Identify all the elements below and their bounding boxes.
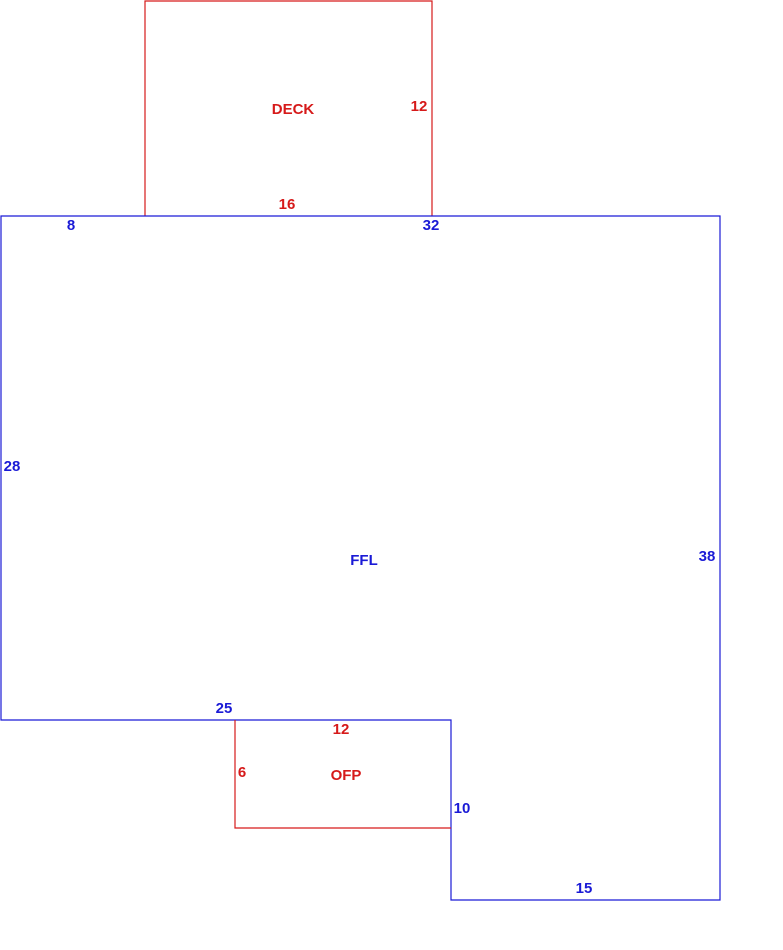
main-step-dimension: 10 bbox=[454, 800, 471, 817]
main-area-outline bbox=[0, 215, 721, 901]
main-top-right-dimension: 32 bbox=[423, 217, 440, 234]
deck-right-dimension: 12 bbox=[411, 98, 428, 115]
porch-area-name: OFP bbox=[331, 767, 362, 784]
deck-top-dimension: 16 bbox=[279, 196, 296, 213]
main-bottom-dimension: 15 bbox=[576, 880, 593, 897]
porch-left-dimension: 6 bbox=[238, 764, 246, 781]
deck-outline bbox=[144, 0, 433, 216]
main-bottom-left-dimension: 25 bbox=[216, 700, 233, 717]
main-left-dimension: 28 bbox=[4, 458, 21, 475]
porch-top-dimension: 12 bbox=[333, 721, 350, 738]
main-top-left-dimension: 8 bbox=[67, 217, 75, 234]
porch-outline bbox=[234, 720, 451, 829]
main-right-dimension: 38 bbox=[699, 548, 716, 565]
main-area-name: FFL bbox=[350, 552, 378, 569]
deck-area-name: DECK bbox=[272, 101, 315, 118]
